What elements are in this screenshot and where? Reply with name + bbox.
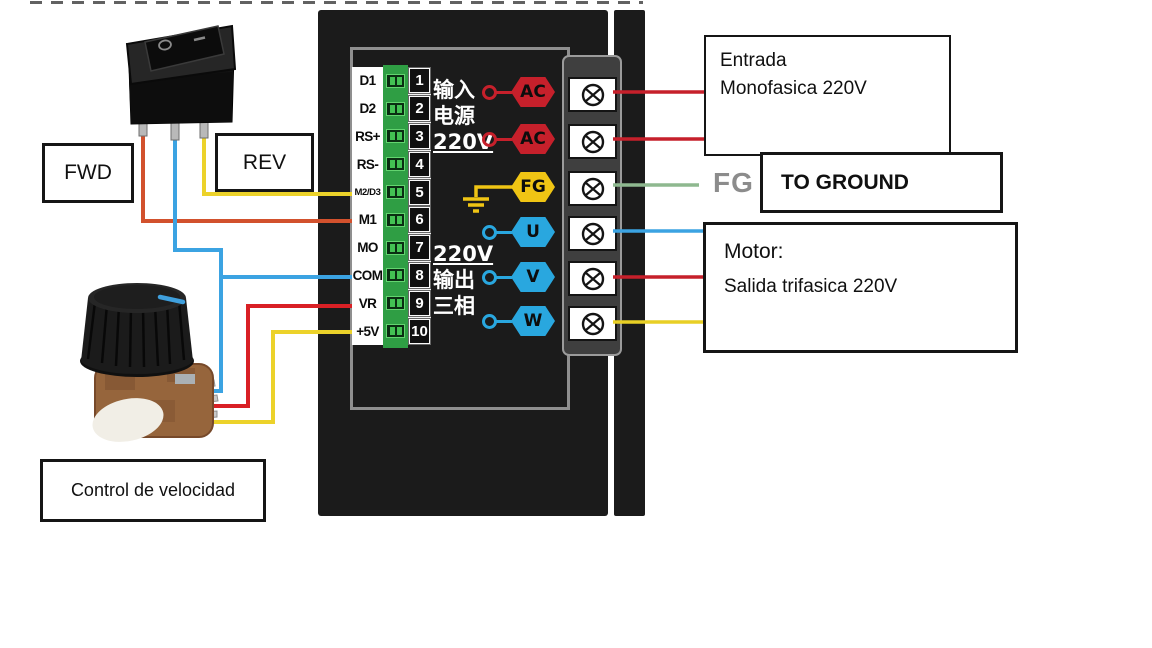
terminal-connector-icon xyxy=(383,178,408,206)
fwd-label: FWD xyxy=(64,161,112,184)
pot-base-white xyxy=(92,398,164,442)
terminal-connector-icon xyxy=(383,150,408,178)
terminal-label: D2 xyxy=(352,94,383,123)
ground-symbol-icon xyxy=(463,185,514,213)
terminal-number: 10 xyxy=(409,318,430,344)
speed-control-label-box: Control de velocidad xyxy=(40,459,266,522)
ac-badge-1: AC xyxy=(511,77,555,107)
w-phase-badge: W xyxy=(511,306,555,336)
terminal-number: 1 xyxy=(409,68,430,94)
terminal-row: RS+ 3 xyxy=(352,122,431,151)
rev-label: REV xyxy=(242,150,287,174)
terminal-label: M2/D3 xyxy=(352,178,383,206)
rev-label-box: REV xyxy=(215,133,314,192)
terminal-connector-icon xyxy=(383,234,408,262)
terminal-connector-icon xyxy=(383,317,408,345)
screw-icon xyxy=(581,267,604,290)
terminal-label: RS- xyxy=(352,150,383,179)
terminal-number: 5 xyxy=(409,179,430,205)
rocker-switch xyxy=(125,24,237,141)
speed-control-label: Control de velocidad xyxy=(70,480,236,500)
screw-terminal-1 xyxy=(568,77,617,112)
terminal-row: COM 8 xyxy=(352,261,431,290)
ac1-wire-stub xyxy=(495,90,512,94)
power-input-line1: Entrada xyxy=(720,50,787,71)
terminal-connector-icon xyxy=(383,289,408,317)
screw-icon xyxy=(581,83,604,106)
terminal-row: M1 6 xyxy=(352,205,431,234)
switch-on-symbol xyxy=(158,39,172,51)
terminal-connector-icon xyxy=(383,123,408,151)
screw-icon xyxy=(581,177,604,200)
screw-terminal-6 xyxy=(568,306,617,341)
input-power-caption: 输入 电源 220V xyxy=(433,78,494,154)
power-input-line2: Monofasica 220V xyxy=(720,78,867,99)
terminal-label: D1 xyxy=(352,67,383,95)
terminal-number: 9 xyxy=(409,290,430,316)
fg-badge: FG xyxy=(511,172,555,202)
output-power-caption: 220V 输出 三相 xyxy=(433,242,494,318)
screw-terminal-2 xyxy=(568,124,617,159)
terminal-label: M1 xyxy=(352,205,383,234)
screw-icon xyxy=(581,312,604,335)
switch-off-symbol xyxy=(193,36,206,42)
terminal-label: RS+ xyxy=(352,122,383,151)
terminal-connector-icon xyxy=(383,67,408,95)
terminal-label: +5V xyxy=(352,317,383,345)
screw-icon xyxy=(581,130,604,153)
torn-edge-artifact xyxy=(30,1,643,4)
to-ground-label: TO GROUND xyxy=(781,170,909,194)
ac2-wire-stub xyxy=(495,137,512,141)
screw-terminal-4 xyxy=(568,216,617,251)
motor-line1: Motor: xyxy=(724,240,784,263)
w-wire-stub xyxy=(495,319,512,323)
terminal-row: MO 7 xyxy=(352,233,431,262)
to-ground-label-box: TO GROUND xyxy=(760,152,1003,213)
pot-indicator-line xyxy=(157,294,186,305)
pot-knob xyxy=(81,298,193,375)
fwd-label-box: FWD xyxy=(42,143,134,203)
terminal-number: 3 xyxy=(409,123,430,149)
terminal-row: +5V 10 xyxy=(352,317,431,345)
v-phase-badge: V xyxy=(511,262,555,292)
terminal-number: 2 xyxy=(409,96,430,122)
terminal-connector-icon xyxy=(383,95,408,123)
motor-line2: Salida trifasica 220V xyxy=(724,276,898,297)
terminal-row: D1 1 xyxy=(352,67,431,95)
terminal-label: VR xyxy=(352,289,383,318)
terminal-row: M2/D3 5 xyxy=(352,178,431,206)
terminal-label: MO xyxy=(352,233,383,262)
terminal-block: D1 1 D2 2 RS+ 3 RS- 4 M2/D3 5 M1 6 xyxy=(352,67,431,345)
terminal-number: 7 xyxy=(409,235,430,261)
speed-potentiometer xyxy=(80,283,219,442)
terminal-connector-icon xyxy=(383,206,408,234)
v-wire-stub xyxy=(495,275,512,279)
terminal-number: 8 xyxy=(409,262,430,288)
terminal-label: COM xyxy=(352,261,383,290)
ac-badge-2: AC xyxy=(511,124,555,154)
terminal-row: VR 9 xyxy=(352,289,431,318)
terminal-row: D2 2 xyxy=(352,94,431,123)
u-wire-stub xyxy=(495,230,512,234)
terminal-number: 4 xyxy=(409,151,430,177)
power-input-label-box: Entrada Monofasica 220V xyxy=(704,35,951,156)
screw-terminal-3 xyxy=(568,171,617,206)
terminal-connector-icon xyxy=(383,262,408,290)
motor-label-box: Motor: Salida trifasica 220V xyxy=(703,222,1018,353)
fg-ground-text: FG xyxy=(713,167,754,198)
screw-icon xyxy=(581,222,604,245)
u-phase-badge: U xyxy=(511,217,555,247)
screw-terminal-5 xyxy=(568,261,617,296)
terminal-number: 6 xyxy=(409,207,430,233)
terminal-row: RS- 4 xyxy=(352,150,431,179)
